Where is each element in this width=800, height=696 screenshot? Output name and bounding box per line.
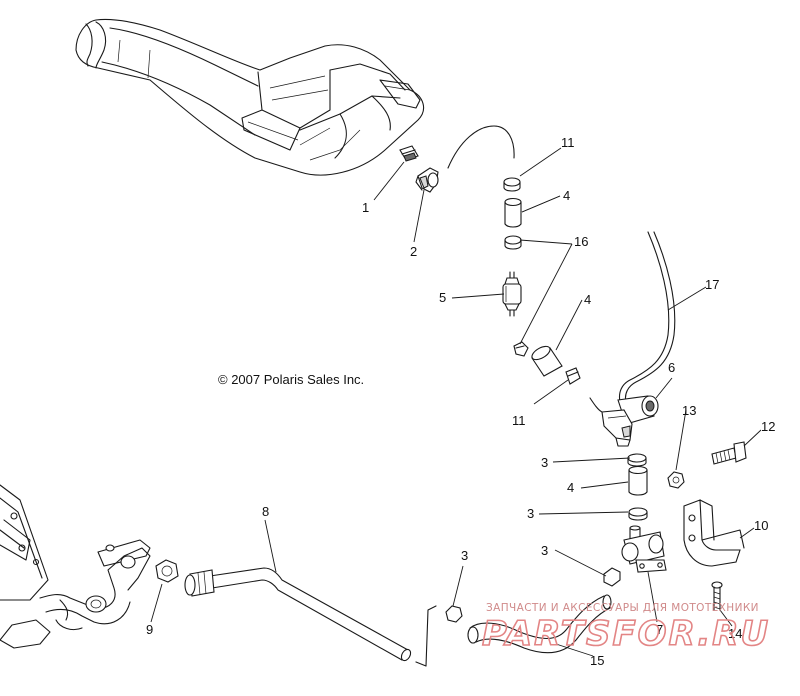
part-11-clamp-lower bbox=[565, 367, 581, 385]
watermark-logo: PARTSFOR.RU bbox=[482, 614, 770, 654]
part-1-cap bbox=[399, 145, 419, 162]
callout-16: 16 bbox=[574, 234, 588, 249]
part-12-bolt bbox=[711, 441, 747, 465]
airbox-assembly bbox=[75, 18, 425, 176]
callout-3a: 3 bbox=[541, 455, 548, 470]
callout-3d: 3 bbox=[461, 548, 468, 563]
callout-labels: 1 2 3 3 3 3 4 4 4 5 6 7 8 9 10 11 11 12 … bbox=[146, 135, 775, 668]
watermark-tagline: ЗАПЧАСТИ И АКСЕССУАРЫ ДЛЯ МОТОТЕХНИКИ bbox=[486, 602, 759, 614]
callout-11b: 11 bbox=[512, 413, 526, 428]
part-5-check-valve bbox=[502, 271, 522, 317]
callout-1: 1 bbox=[362, 200, 369, 215]
part-11-clamp-upper bbox=[503, 177, 521, 192]
callout-2: 2 bbox=[410, 244, 417, 259]
callout-11a: 11 bbox=[561, 135, 575, 150]
part-8-air-tube bbox=[184, 567, 437, 667]
vent-line bbox=[447, 125, 515, 169]
part-2-elbow-fitting bbox=[415, 167, 439, 193]
part-4-hose-lower bbox=[628, 465, 648, 496]
part-3-clamp-d bbox=[445, 605, 463, 623]
callout-17: 17 bbox=[705, 277, 719, 292]
part-7-air-valve bbox=[621, 525, 667, 573]
watermark: ЗАПЧАСТИ И АКСЕССУАРЫ ДЛЯ МОТОТЕХНИКИ PA… bbox=[481, 602, 770, 655]
part-6-solenoid-valve bbox=[589, 395, 659, 447]
callout-9: 9 bbox=[146, 622, 153, 637]
callout-12: 12 bbox=[761, 419, 775, 434]
part-4-hose-upper bbox=[504, 197, 522, 228]
callout-3b: 3 bbox=[527, 506, 534, 521]
exhaust-manifold bbox=[0, 484, 151, 649]
callout-10: 10 bbox=[754, 518, 768, 533]
part-4-hose-middle bbox=[531, 345, 563, 377]
callout-5: 5 bbox=[439, 290, 446, 305]
callout-4a: 4 bbox=[563, 188, 570, 203]
callout-3c: 3 bbox=[541, 543, 548, 558]
part-13-nut bbox=[667, 471, 685, 489]
callout-4b: 4 bbox=[584, 292, 591, 307]
part-3-clamp-a bbox=[627, 453, 647, 467]
part-10-bracket bbox=[683, 499, 745, 567]
part-16-clamp-upper bbox=[504, 235, 522, 250]
callout-13: 13 bbox=[682, 403, 696, 418]
callout-7: 7 bbox=[656, 622, 663, 637]
callout-6: 6 bbox=[668, 360, 675, 375]
part-9-nut bbox=[155, 559, 179, 583]
part-3-clamp-b bbox=[628, 507, 648, 521]
copyright-notice: © 2007 Polaris Sales Inc. bbox=[218, 372, 364, 387]
callout-4c: 4 bbox=[567, 480, 574, 495]
part-14-screw bbox=[711, 581, 723, 611]
leader-lines bbox=[150, 147, 762, 657]
callout-15: 15 bbox=[590, 653, 604, 668]
part-17-vacuum-line bbox=[618, 231, 676, 403]
part-15-formed-hose bbox=[467, 594, 612, 654]
part-3-clamp-c bbox=[603, 567, 621, 587]
callout-14: 14 bbox=[728, 626, 742, 641]
callout-8: 8 bbox=[262, 504, 269, 519]
part-16-clamp-lower bbox=[513, 341, 529, 357]
